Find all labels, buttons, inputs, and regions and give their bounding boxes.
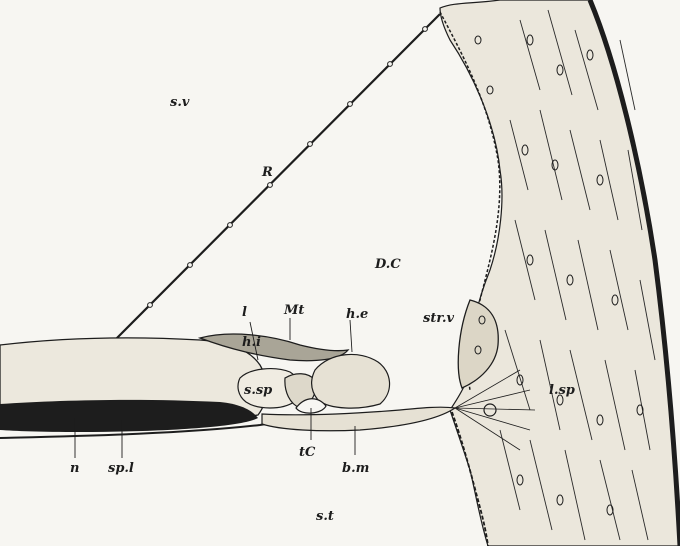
label-scala-vestibuli: s.v: [170, 95, 190, 110]
label-spiral-ligament: l.sp: [549, 383, 575, 398]
label-ductus-cochlearis: D.C: [374, 257, 401, 272]
label-spiral-lamina: sp.l: [108, 461, 134, 476]
label-outer-hair-cells: h.e: [346, 307, 368, 322]
label-sulcus-spiralis: s.sp: [244, 383, 272, 398]
label-limbus: l: [242, 305, 247, 320]
label-reissner-membrane: R: [261, 165, 273, 180]
label-tunnel-of-corti: tC: [299, 445, 316, 460]
label-inner-hair-cells: h.i: [242, 335, 261, 350]
label-scala-tympani: s.t: [316, 509, 334, 524]
label-stria-vascularis: str.v: [423, 311, 455, 326]
label-basilar-membrane: b.m: [342, 461, 369, 476]
label-nerve: n: [70, 461, 79, 476]
outer-hair-cells-region: [312, 354, 390, 408]
label-membrana-tectoria: Mt: [283, 303, 304, 318]
